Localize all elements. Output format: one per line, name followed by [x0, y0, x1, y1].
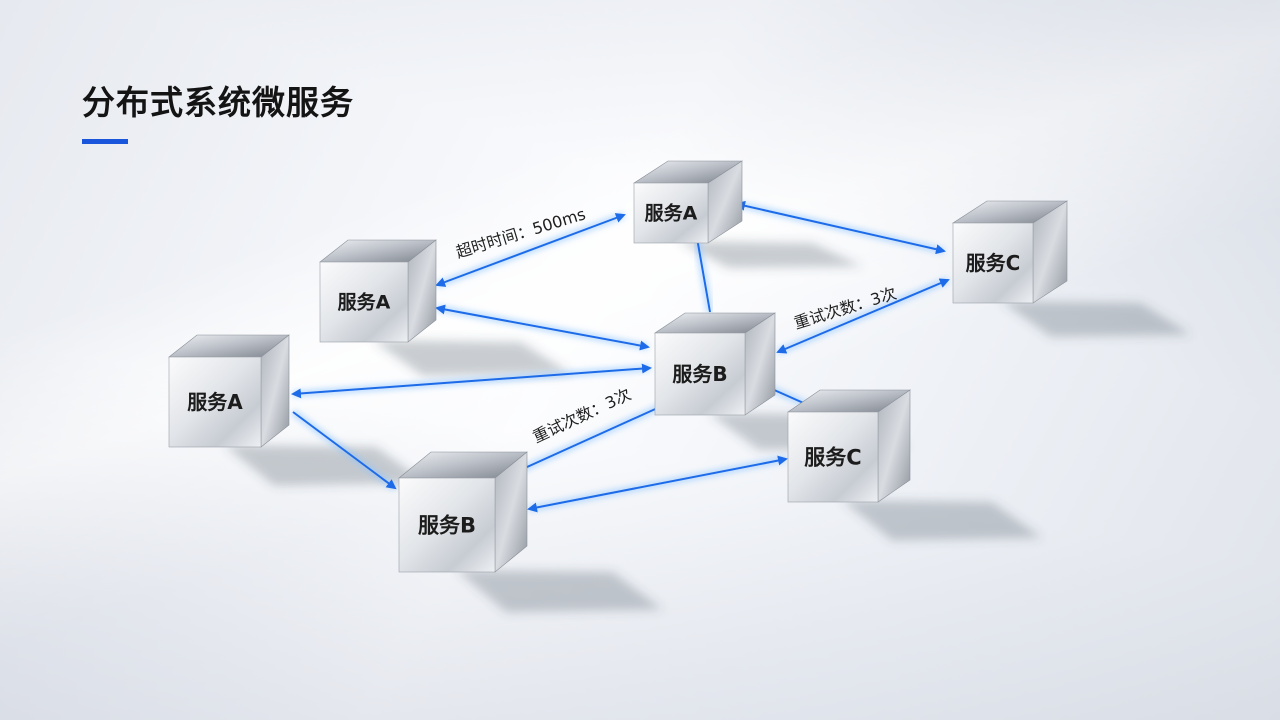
service-node-label: 服务A [338, 291, 391, 314]
cube-shadow [456, 570, 663, 613]
cube-shadow [224, 445, 427, 486]
service-node-c-mid: 服务C [787, 389, 911, 503]
service-node-label: 服务B [672, 362, 727, 386]
connections [290, 200, 950, 513]
page-title: 分布式系统微服务 [82, 83, 354, 122]
service-node-label: 服务C [966, 251, 1021, 275]
service-node-a-left: 服务A [168, 334, 290, 448]
cube-front-face [168, 356, 262, 448]
service-nodes: 服务A 服务A 服务A 服务B 服务B 服务C 服务C [168, 160, 1069, 573]
cube-shadow [1001, 301, 1191, 337]
cube-front-face [633, 182, 709, 244]
cube-front-face [654, 332, 746, 416]
service-node-b-center: 服务B [654, 312, 776, 416]
service-node-c-right: 服务C [951, 200, 1069, 304]
cube-front-face [398, 477, 496, 573]
cube-shadow [372, 340, 571, 376]
edge-a-mid-to-b-center [435, 304, 650, 351]
service-node-label: 服务C [804, 445, 861, 469]
service-node-label: 服务B [418, 513, 476, 537]
service-node-label: 服务A [645, 202, 698, 225]
edge-a-left-to-b-bottom [292, 411, 397, 490]
edge-label-retry-lower: 重试次数：3次 [530, 385, 634, 447]
title-accent-bar [82, 139, 128, 144]
service-node-a-top: 服务A [632, 160, 744, 244]
cube-shadow [842, 500, 1042, 541]
cube-front-face [787, 411, 879, 503]
edge-c-right-to-b-center [776, 278, 950, 354]
service-node-label: 服务A [187, 390, 243, 414]
edge-a-mid-to-a-top [435, 213, 626, 287]
service-node-a-mid: 服务A [319, 239, 437, 343]
cube-front-face [319, 261, 409, 343]
cube-front-face [952, 222, 1034, 304]
edge-a-top-to-c-right [735, 200, 946, 255]
edge-a-left-to-b-center [291, 363, 652, 399]
cube-shadow [678, 241, 863, 268]
edge-a-top-to-b-center [696, 237, 711, 313]
edge-b-bottom-to-c-mid [527, 455, 788, 513]
service-node-b-bottom: 服务B [398, 451, 528, 573]
